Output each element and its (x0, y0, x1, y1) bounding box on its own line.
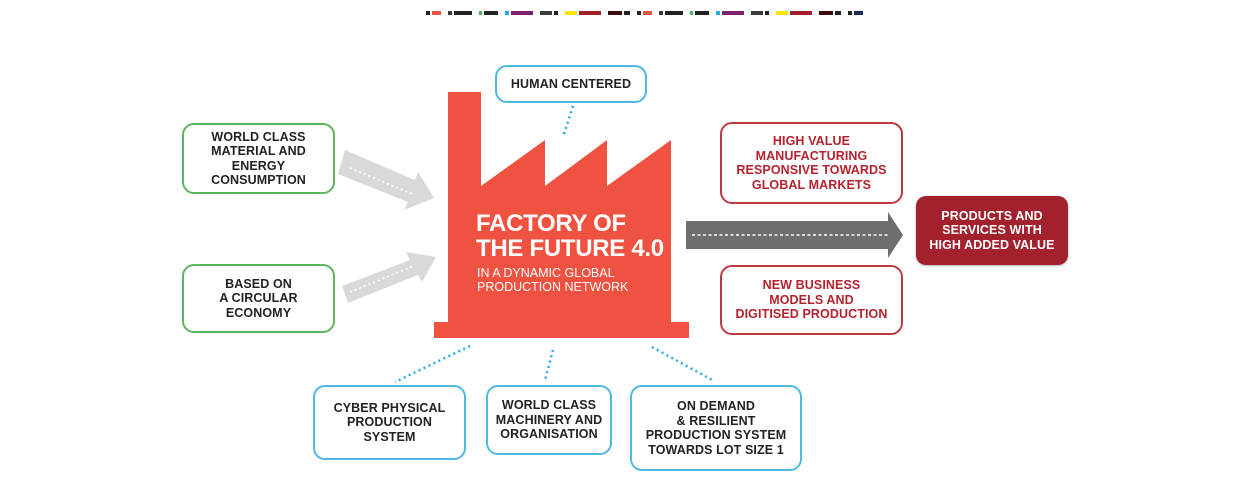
color-stripe-segment (484, 11, 498, 15)
color-stripe-segment (848, 11, 852, 15)
color-stripe-segment (835, 11, 841, 15)
color-stripe-segment (624, 11, 630, 15)
color-stripe-segment (665, 11, 683, 15)
color-stripe-segment (695, 11, 709, 15)
connector-human-centered (561, 105, 575, 138)
pillar-cyber-physical: CYBER PHYSICAL PRODUCTION SYSTEM (313, 385, 466, 460)
color-stripe-segment (608, 11, 622, 15)
input-arrow-top (338, 150, 434, 210)
color-stripe-segment (540, 11, 552, 15)
connector-lines (394, 105, 715, 384)
result-products-services: PRODUCTS AND SERVICES WITH HIGH ADDED VA… (916, 196, 1068, 265)
color-stripe-segment (637, 11, 641, 15)
factory-shape (434, 92, 689, 338)
outcome-high-value: HIGH VALUE MANUFACTURING RESPONSIVE TOWA… (720, 122, 903, 204)
factory-title: FACTORY OF THE FUTURE 4.0 (476, 210, 664, 262)
connector-machinery (543, 349, 555, 381)
pillar-human-centered: HUMAN CENTERED (495, 65, 647, 103)
color-stripe-segment (579, 11, 601, 15)
color-stripe-segment (722, 11, 744, 15)
color-stripe-segment (643, 11, 652, 15)
outcome-new-business: NEW BUSINESS MODELS AND DIGITISED PRODUC… (720, 265, 903, 335)
color-stripe-segment (565, 11, 577, 15)
color-stripe-segment (505, 11, 509, 15)
color-stripe-segment (751, 11, 763, 15)
connector-on-demand (651, 345, 715, 383)
color-stripe-segment (690, 11, 693, 15)
pillar-machinery-organisation: WORLD CLASS MACHINERY AND ORGANISATION (486, 385, 612, 455)
color-stripe-segment (432, 11, 441, 15)
color-stripe-segment (716, 11, 720, 15)
factory-subtitle: IN A DYNAMIC GLOBAL PRODUCTION NETWORK (477, 266, 629, 294)
color-stripe-segment (511, 11, 533, 15)
color-stripe-segment (479, 11, 482, 15)
color-stripe-segment (454, 11, 472, 15)
color-stripe-segment (776, 11, 788, 15)
pillar-on-demand: ON DEMAND & RESILIENT PRODUCTION SYSTEM … (630, 385, 802, 471)
color-stripe-segment (765, 11, 769, 15)
color-stripe-segment (819, 11, 833, 15)
color-stripe-segment (854, 11, 863, 15)
color-stripe-decoration (426, 11, 870, 15)
input-arrow-bottom (342, 252, 436, 303)
color-stripe-segment (659, 11, 663, 15)
output-arrow (686, 212, 903, 258)
input-circular-economy: BASED ON A CIRCULAR ECONOMY (182, 264, 335, 333)
connector-cyber-physical (394, 344, 471, 384)
input-material-energy: WORLD CLASS MATERIAL AND ENERGY CONSUMPT… (182, 123, 335, 194)
color-stripe-segment (448, 11, 452, 15)
color-stripe-segment (554, 11, 558, 15)
color-stripe-segment (426, 11, 430, 15)
color-stripe-segment (790, 11, 812, 15)
